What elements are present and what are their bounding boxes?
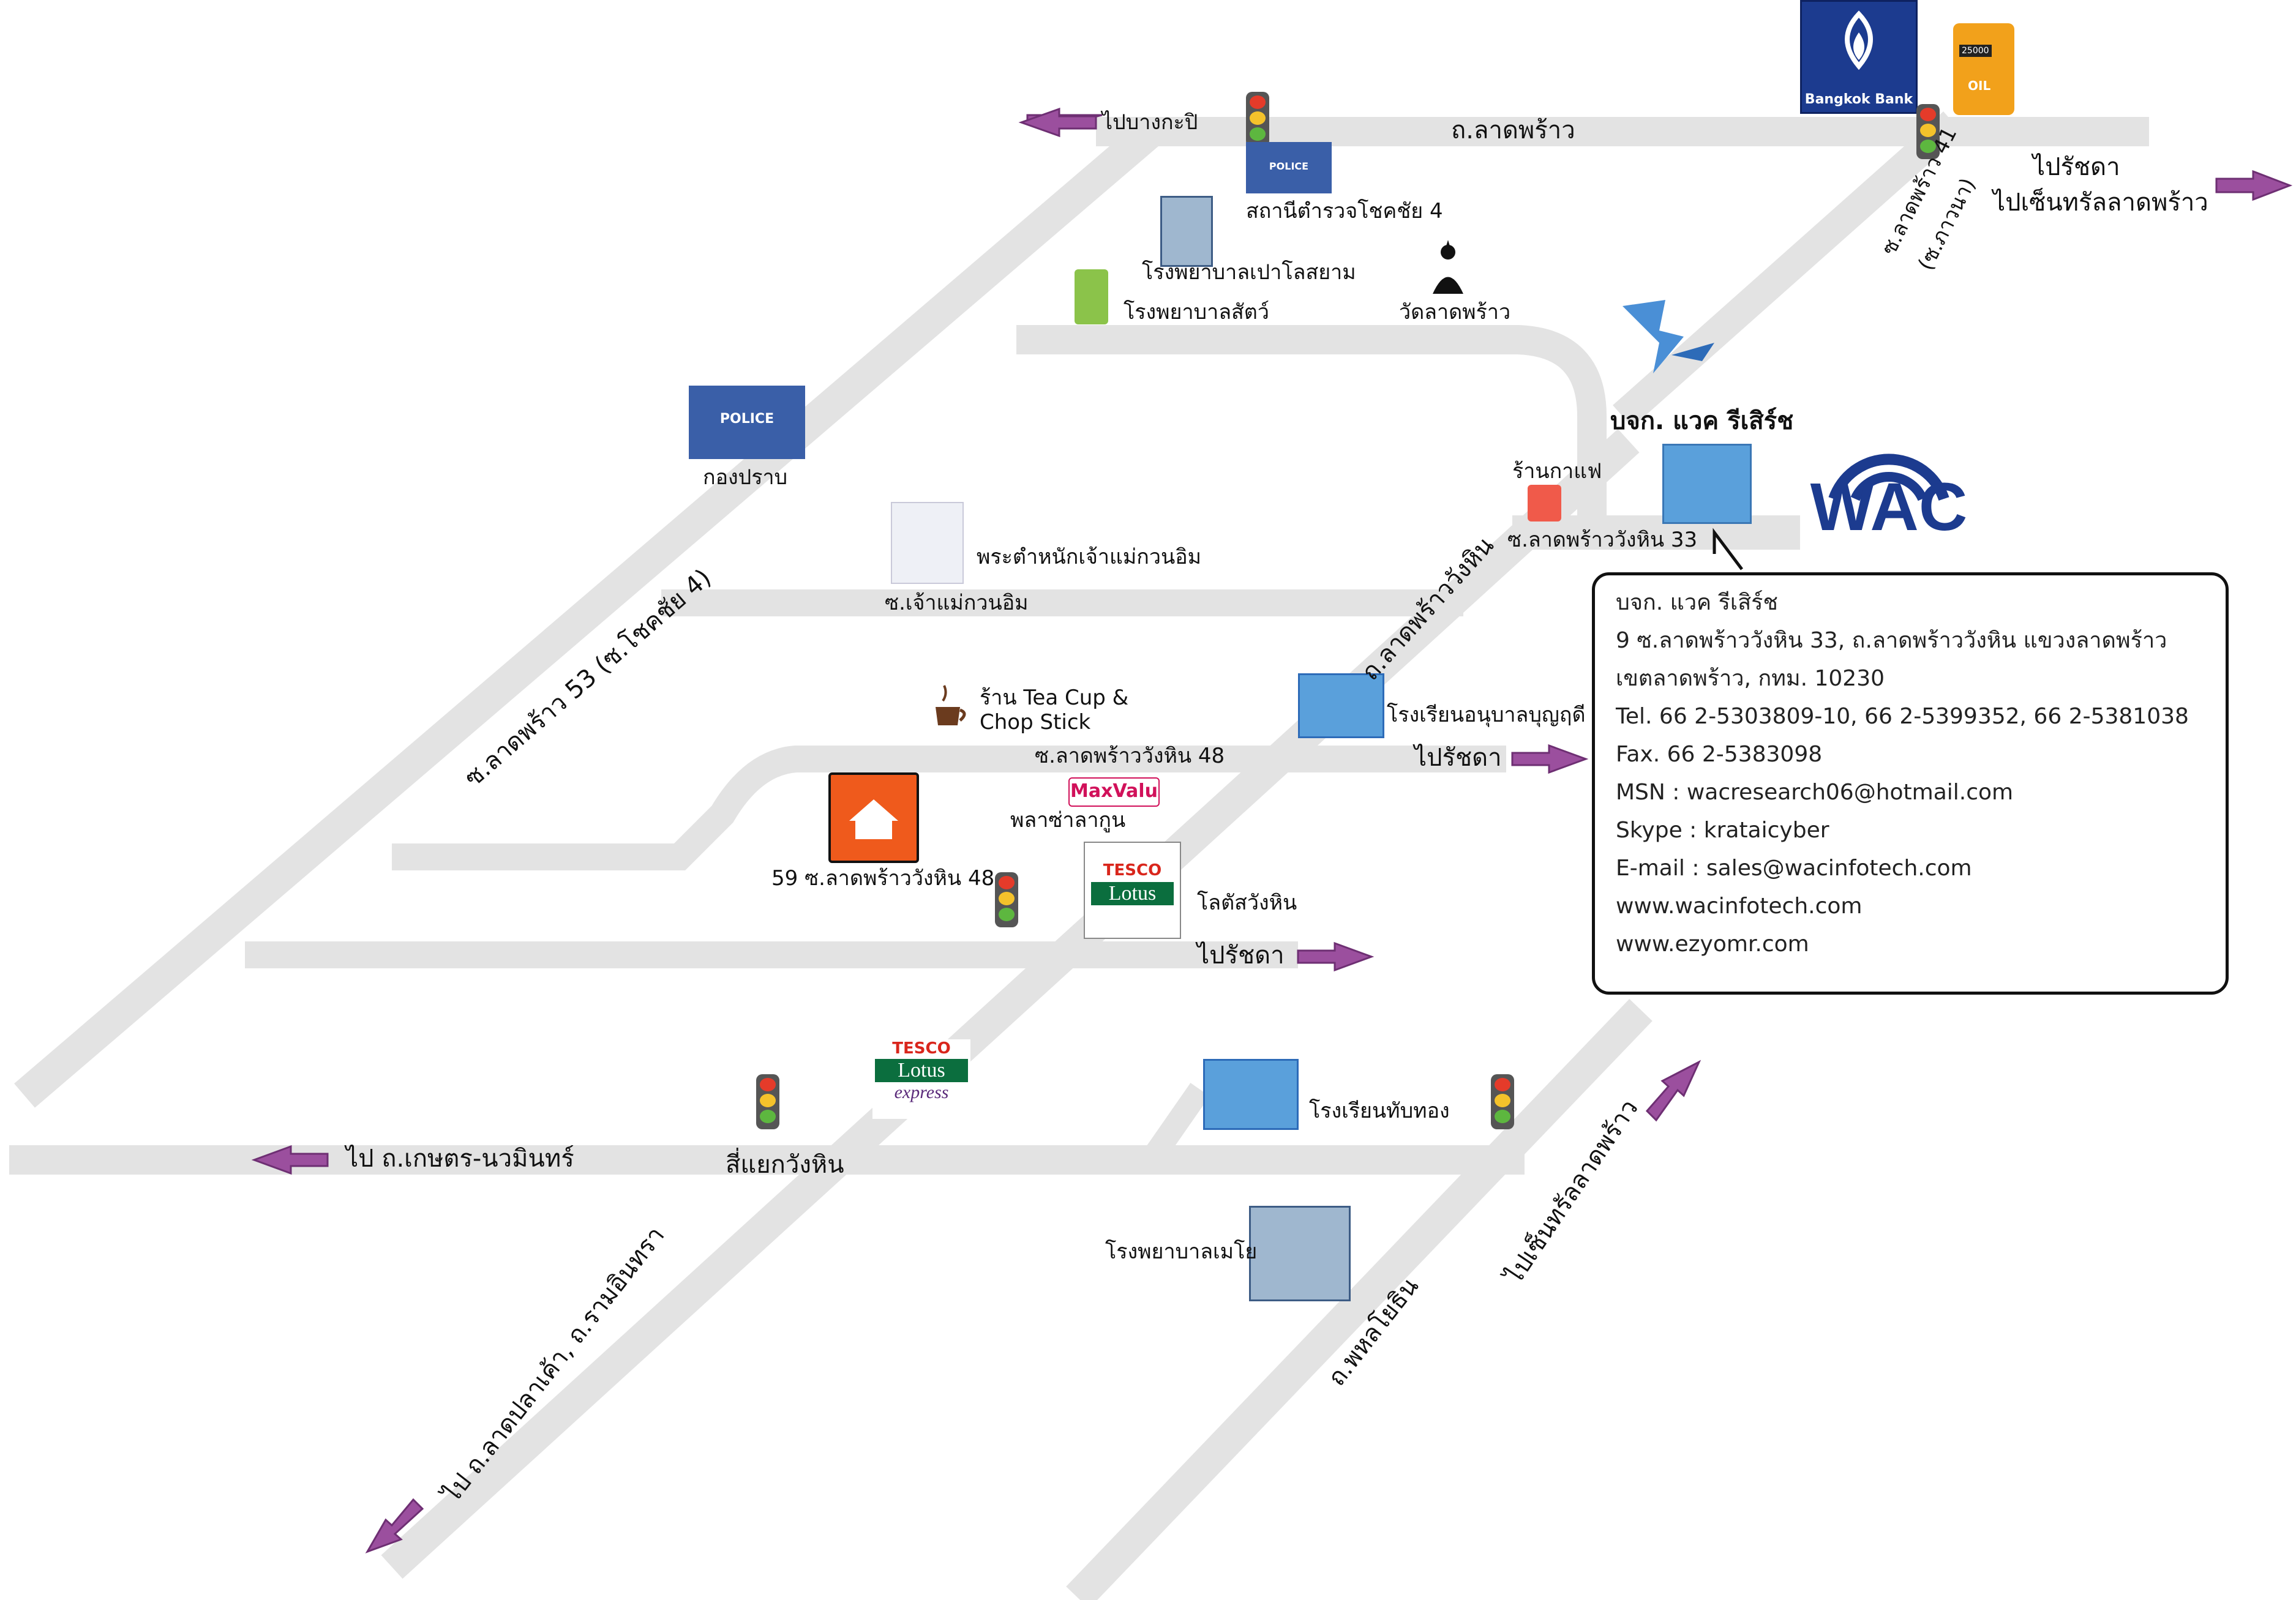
lotus-express-text: Lotus [875,1059,968,1082]
road-soi-48 [392,746,1506,870]
info-company-name: บจก. แวค รีเสิร์ช [1616,590,1778,615]
wifi-arcs-icon [1828,454,1949,501]
maxvalu-logo: MaxValu [1068,777,1160,807]
info-email[interactable]: E-mail : sales@wacinfotech.com [1616,856,1972,881]
school-icon [1203,1059,1299,1130]
school-icon [1298,673,1384,738]
label-tea-cup-2: Chop Stick [980,710,1091,735]
gas-price: 25000 [1959,45,1992,57]
traffic-light-icon [1246,92,1269,147]
info-address-2: เขตลาดพร้าว, กทม. 10230 [1616,666,1885,691]
road-temple [1016,325,1607,526]
traffic-light-icon [995,872,1018,927]
contact-info-box: บจก. แวค รีเสิร์ช 9 ซ.ลาดพร้าววังหิน 33,… [1592,572,2229,995]
expressway-icon [1616,294,1720,386]
info-website-2[interactable]: www.ezyomr.com [1616,932,1809,957]
label-soi-48: ซ.ลาดพร้าววังหิน 48 [1035,744,1225,768]
buddha-temple-icon [1427,239,1469,297]
info-address-1: 9 ซ.ลาดพร้าววังหิน 33, ถ.ลาดพร้าววังหิน … [1616,628,2167,653]
label-soi-33: ซ.ลาดพร้าววังหิน 33 [1507,528,1698,552]
tesco-lotus-express-logo: TESCO Lotus express [872,1039,970,1119]
road-phahon [1066,999,1653,1600]
label-lotus-wanghin: โลตัสวังหิน [1197,891,1297,915]
traffic-light-icon [1916,104,1940,159]
road-soi-53 [14,119,1161,1108]
vet-hospital-icon [1075,269,1108,324]
bangkok-bank-icon: Bangkok Bank [1800,0,1918,114]
info-fax: Fax. 66 2-5383098 [1616,742,1823,767]
label-to-central-top: ไปเซ็นทรัลลาดพร้าว [1993,189,2208,217]
label-cafe: ร้านกาแฟ [1512,459,1602,484]
road-wanghin [381,428,1640,1579]
hospital-icon [1160,196,1213,267]
label-hospital-mayo: โรงพยาบาลเมโย [1105,1239,1258,1264]
wac-logo: WAC [1797,407,1981,554]
road-soi-41 [1613,111,1963,427]
bank-name: Bangkok Bank [1804,92,1913,107]
label-to-kaset: ไป ถ.เกษตร-นวมินทร์ [346,1145,574,1173]
traffic-light-icon [756,1074,779,1129]
direction-arrows [251,107,2293,1553]
label-company: บจก. แวค รีเสิร์ช [1610,407,1794,435]
label-hospital-paolo: โรงพยาบาลเปาโลสยาม [1142,260,1356,285]
label-police-station: สถานีตำรวจโชคชัย 4 [1246,199,1443,223]
info-website-1[interactable]: www.wacinfotech.com [1616,894,1863,919]
wac-logo-text: WAC [1810,469,1968,545]
label-to-ratchada-low: ไปรัชดา [1197,941,1285,970]
label-to-ratchada-top: ไปรัชดา [2033,153,2120,181]
label-to-ratchada-mid: ไปรัชดา [1414,744,1502,772]
traffic-light-icon [1491,1074,1514,1129]
home-icon [828,772,919,863]
tesco-express-text: TESCO [892,1039,951,1058]
label-lat-phrao: ถ.ลาดพร้าว [1451,116,1575,144]
info-pointer [1713,528,1743,570]
label-tea-cup-1: ร้าน Tea Cup & [980,686,1129,710]
lotus-text: Lotus [1091,882,1174,905]
guanyin-shrine-icon [891,502,964,584]
bank-symbol-icon [1845,10,1873,70]
label-to-bang-kapi: ไปบางกะปิ [1102,110,1198,135]
label-kindergarten: โรงเรียนอนุบาลบุญฤดี [1387,703,1586,727]
express-text: express [894,1082,949,1102]
label-plaza: พลาซ่าลากูน [1010,808,1126,832]
tesco-text: TESCO [1103,861,1162,880]
label-soi-chaomae: ซ.เจ้าแม่กวนอิม [885,591,1029,615]
police-hq-sign: POLICE [719,411,775,427]
maxvalu-text: MaxValu [1070,780,1158,802]
company-building-icon [1662,444,1752,524]
label-school-thabthong: โรงเรียนทับทอง [1309,1099,1450,1123]
gas-station-icon: 25000 OIL [1953,23,2014,115]
road-school-branch [1141,1083,1210,1167]
label-home: 59 ซ.ลาดพร้าววังหิน 48 [771,866,995,891]
label-police-hq: กองปราบ [703,465,788,490]
police-sign: POLICE [1269,160,1309,172]
label-shrine: พระตำหนักเจ้าแม่กวนอิม [977,545,1202,569]
info-skype: Skype : krataicyber [1616,818,1829,843]
police-station-icon: POLICE [1246,142,1332,193]
tesco-lotus-logo: TESCO Lotus [1084,842,1181,939]
label-intersection: สี่แยกวังหิน [726,1151,844,1179]
info-msn: MSN : wacresearch06@hotmail.com [1616,780,2014,805]
coffee-shop-icon [1528,485,1561,521]
label-temple: วัดลาดพร้าว [1399,300,1511,324]
tea-cup-icon [931,682,970,731]
label-vet: โรงพยาบาลสัตว์ [1124,300,1269,324]
hospital-icon [1249,1206,1351,1301]
police-hq-icon: POLICE [689,386,805,459]
info-tel: Tel. 66 2-5303809-10, 66 2-5399352, 66 2… [1616,704,2189,729]
gas-oil-label: OIL [1968,78,1991,93]
